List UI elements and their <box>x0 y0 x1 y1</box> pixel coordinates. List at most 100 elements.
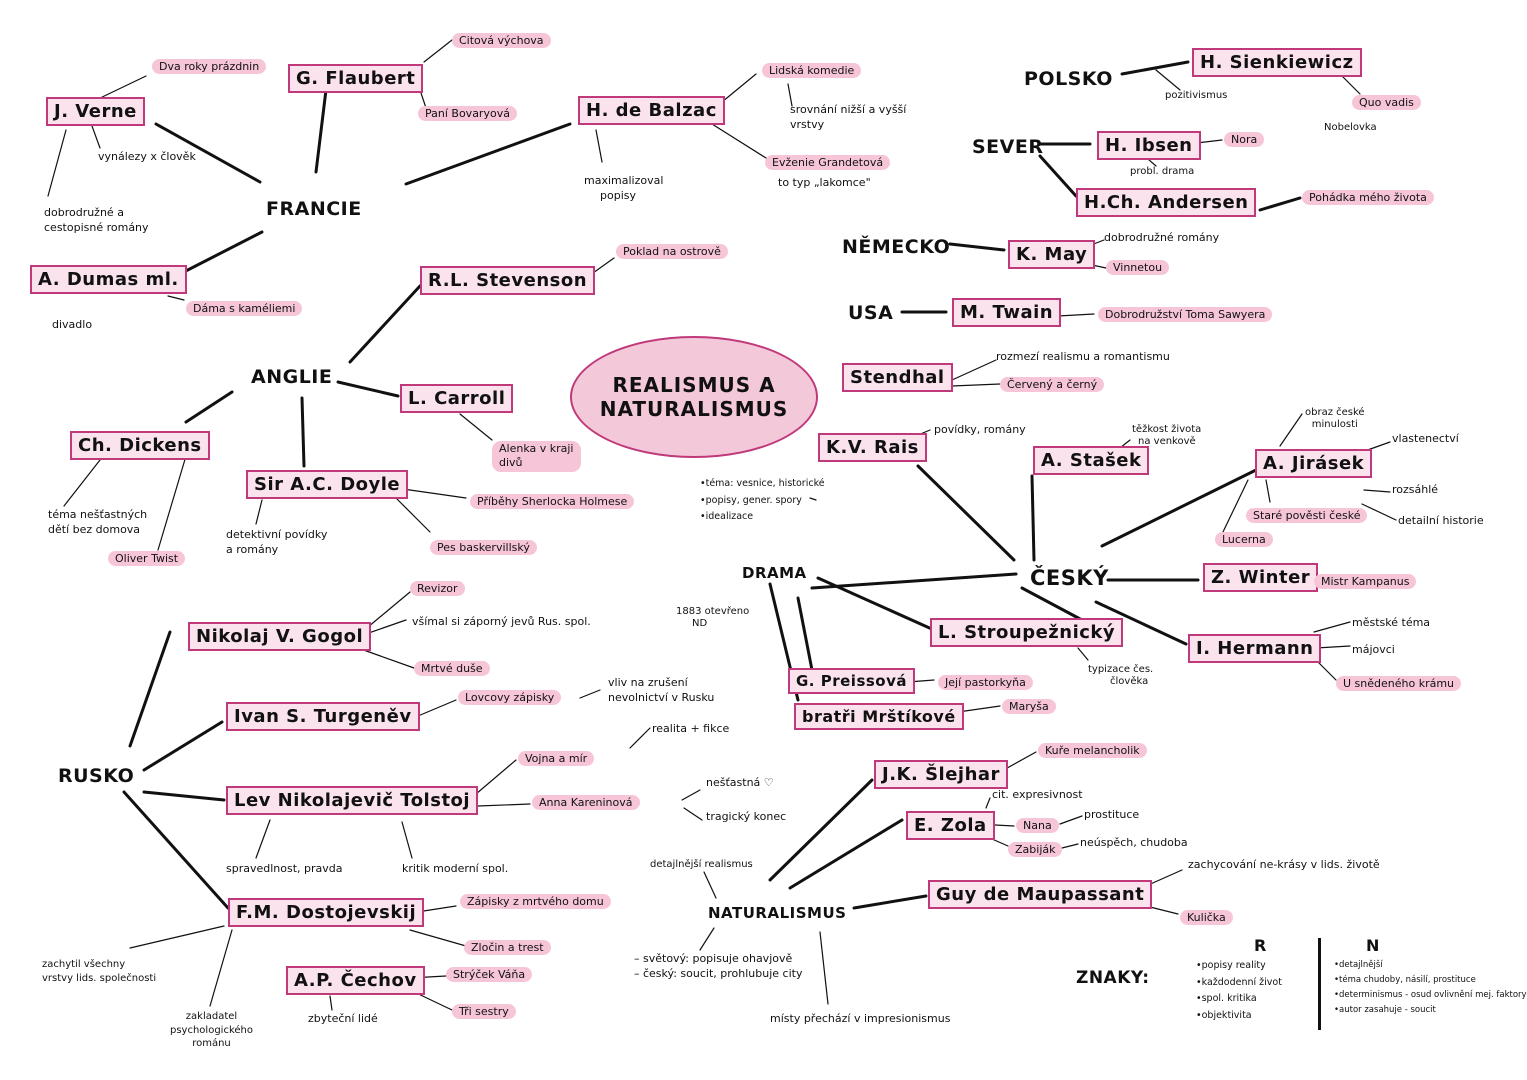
connector-note <box>423 39 453 63</box>
book-kulicka: Kulička <box>1180 910 1233 925</box>
author-cechov: A.P. Čechov <box>286 966 425 995</box>
znaky-naturalismus-head: N <box>1366 936 1380 955</box>
connector-main <box>336 380 400 398</box>
connector-note <box>1077 647 1089 661</box>
note-line: minulosti <box>1311 419 1358 430</box>
connector-main <box>300 396 306 468</box>
note-nat-impresionismus: místy přechází v impresionismus <box>770 1012 951 1025</box>
connector-note <box>255 819 271 859</box>
connector-note <box>1361 503 1397 521</box>
connector-main <box>142 720 224 772</box>
connector-note <box>255 499 263 525</box>
book-lucerna: Lucerna <box>1215 532 1273 547</box>
author-ibsen: H. Ibsen <box>1097 131 1201 160</box>
connector-note <box>1221 479 1249 535</box>
connector-main <box>768 778 874 882</box>
connector-note <box>711 123 767 159</box>
connector-note <box>129 925 225 949</box>
author-verne: J. Verne <box>46 97 145 126</box>
connector-note <box>417 699 457 717</box>
author-slejhar: J.K. Šlejhar <box>874 760 1008 789</box>
note-verne-vynalezy: vynálezy x člověk <box>98 150 196 163</box>
author-dumas: A. Dumas ml. <box>30 265 187 294</box>
connector-main <box>174 230 264 278</box>
connector-main <box>184 390 234 424</box>
note-jirasek-detailni: detailní historie <box>1398 514 1484 527</box>
author-turgenev: Ivan S. Turgeněv <box>226 702 420 731</box>
author-stendhal: Stendhal <box>842 363 953 392</box>
book-nana: Nana <box>1016 818 1059 833</box>
region-polsko: POLSKO <box>1024 68 1113 90</box>
author-stasek: A. Stašek <box>1033 446 1150 475</box>
connector-note <box>957 705 1001 713</box>
note-balzac-srovnani: srovnání nižší a vyšší vrstvy <box>790 103 906 133</box>
book-zabijak: Zabiják <box>1008 842 1063 857</box>
book-poklad-na-ostrove: Poklad na ostrově <box>616 244 728 259</box>
note-dost-zakladatel: zakladatel psychologického románu <box>170 1010 253 1051</box>
connector-main <box>128 630 172 748</box>
author-dickens: Ch. Dickens <box>70 431 210 460</box>
connector-note <box>477 803 531 807</box>
connector-note <box>91 125 101 149</box>
connector-note <box>475 759 517 795</box>
book-alenka: Alenka v kraji divů <box>492 441 581 472</box>
connector-note <box>1061 843 1079 849</box>
note-dickens-tema: téma nešťastných dětí bez domova <box>48 508 147 538</box>
region-usa: USA <box>848 302 894 324</box>
connector-main <box>796 596 814 672</box>
note-balzac-popisy: maximalizoval popisy <box>584 174 663 204</box>
book-dama-s-kameliemi: Dáma s kaméliemi <box>186 301 303 316</box>
list-item: popisy, gener. spory <box>700 493 825 510</box>
book-oliver-twist: Oliver Twist <box>108 551 186 566</box>
note-tolstoj-kritik: kritik moderní spol. <box>402 862 509 875</box>
znaky-naturalismus-list: detajlnější téma chudoby, násilí, prosti… <box>1334 958 1527 1018</box>
note-line: srovnání nižší a vyšší <box>790 103 907 116</box>
book-zapisky-z-mrtveho-domu: Zápisky z mrtvého domu <box>460 894 611 909</box>
note-line: vrstvy <box>790 117 825 131</box>
connector-note <box>819 931 829 1005</box>
book-pani-bovaryova: Paní Bovaryová <box>418 106 517 121</box>
region-cesky: ČESKÝ <box>1030 566 1109 590</box>
note-zola-prostituce: prostituce <box>1084 808 1140 821</box>
note-line: člověka <box>1110 676 1149 687</box>
book-nora: Nora <box>1224 132 1265 147</box>
connector-main <box>142 790 226 802</box>
book-citova-vychova: Citová výchova <box>452 33 551 48</box>
note-stasek-tezkost: těžkost života na venkově <box>1132 424 1201 448</box>
connector-note <box>699 927 715 951</box>
note-line: typizace čes. <box>1088 664 1154 675</box>
book-mrtve-duse: Mrtvé duše <box>414 661 490 676</box>
note-line: nevolnictví v Rusku <box>608 690 715 704</box>
book-tom-sawyer: Dobrodružství Toma Sawyera <box>1098 307 1273 322</box>
note-nat-detajlnejsi: detajlnější realismus <box>650 859 753 870</box>
author-mrstikove: bratři Mrštíkové <box>794 703 964 730</box>
note-stroup-typizace: typizace čes. člověka <box>1088 664 1153 688</box>
note-sienk-pozitivismus: pozitivismus <box>1165 90 1228 101</box>
author-rais: K.V. Rais <box>818 433 927 462</box>
connector-note <box>579 689 601 699</box>
list-item: determinismus - osud ovlivnění mej. fakt… <box>1334 988 1527 1003</box>
connector-main <box>948 242 1006 252</box>
note-zola-neuspech: neúspěch, chudoba <box>1080 836 1188 849</box>
connector-note <box>157 455 187 551</box>
author-tolstoj: Lev Nikolajevič Tolstoj <box>226 786 479 815</box>
book-evzenie-grandetova: Evženie Grandetová <box>765 155 891 170</box>
region-anglie: ANGLIE <box>251 366 333 388</box>
connector-main <box>348 284 422 364</box>
note-line: dětí bez domova <box>48 522 141 536</box>
note-tolstoj-tragicky: tragický konec <box>706 810 787 823</box>
note-jirasek-obraz: obraz české minulosti <box>1305 407 1365 431</box>
connector-note <box>721 73 757 103</box>
center-topic-line2: NATURALISMUS <box>599 397 789 421</box>
list-item: spol. kritika <box>1196 991 1282 1008</box>
connector-main <box>1258 196 1302 212</box>
region-sever: SEVER <box>972 136 1044 158</box>
note-sienk-nobelovka: Nobelovka <box>1324 122 1377 133</box>
connector-main <box>404 122 572 186</box>
note-verne-genre: dobrodružné a cestopisné romány <box>44 206 149 236</box>
connector-main <box>1020 586 1084 622</box>
connector-note <box>1059 815 1083 825</box>
book-lovcovy-zapisky: Lovcovy zápisky <box>458 690 562 705</box>
note-line: detektivní povídky <box>226 528 328 541</box>
note-line: vrstvy lids. společnosti <box>42 972 157 984</box>
